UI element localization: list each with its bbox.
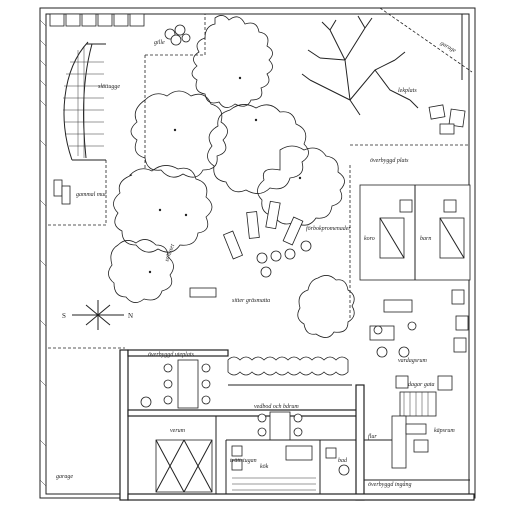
label-overbyggd-plats: överbyggd plats: [370, 158, 409, 164]
house-block: [119, 349, 475, 501]
bare-tree: [301, 15, 419, 116]
label-gammal-mur: gammal mur: [76, 192, 107, 198]
stepping-stones: [189, 200, 312, 298]
tree-canopies: [108, 15, 355, 338]
label-barn: barn: [420, 236, 431, 242]
dashed-zone-lines: [48, 14, 470, 349]
label-lekplats: lekplats: [398, 88, 417, 94]
label-kapsrum: käpsrum: [434, 428, 455, 434]
top-wall-blocks: [49, 13, 145, 27]
compass-north-label: N: [128, 312, 133, 320]
label-forbokpromenader: förbokpromenader: [306, 225, 351, 232]
flur-stairs: [364, 391, 470, 481]
label-kok: kök: [260, 464, 269, 470]
label-garage-top: garage: [439, 41, 457, 55]
label-garage-bottom: garage: [56, 474, 73, 480]
label-tvattstugan: tvättstugan: [230, 458, 257, 464]
dagar-gata-objects: [395, 375, 453, 391]
label-overbyggd-uteplats: överbyggd uteplats: [148, 352, 194, 358]
label-koro: koro: [364, 236, 375, 242]
vardagsrum-furniture: [369, 299, 417, 358]
lekplats-objects: [428, 104, 466, 135]
label-overbyggd-ingang: överbyggd ingång: [368, 481, 412, 488]
label-vedbod-och-bdrum: vedbod och bdrum: [254, 404, 299, 410]
label-slattugge: slättugge: [98, 84, 120, 90]
gammal-mur-symbol: [53, 179, 71, 205]
label-stihuset: stihuset: [164, 243, 176, 263]
label-gille: gille: [154, 40, 165, 46]
gille-circles: [164, 24, 191, 46]
hedge-row: [227, 356, 352, 386]
label-verum: verum: [170, 428, 186, 434]
label-dagar-gata: dagar gata: [408, 382, 435, 388]
compass-south-label: S: [62, 312, 66, 320]
right-rooms: [359, 184, 471, 353]
compass: S N: [62, 300, 133, 330]
label-bad: bad: [338, 458, 348, 464]
label-sitter-gradsmatta: sitter gräsmatta: [232, 298, 270, 304]
label-flur: flur: [368, 433, 377, 440]
label-vardagsrum: vardagsrum: [398, 358, 427, 364]
slattugge-structure: [63, 41, 106, 161]
